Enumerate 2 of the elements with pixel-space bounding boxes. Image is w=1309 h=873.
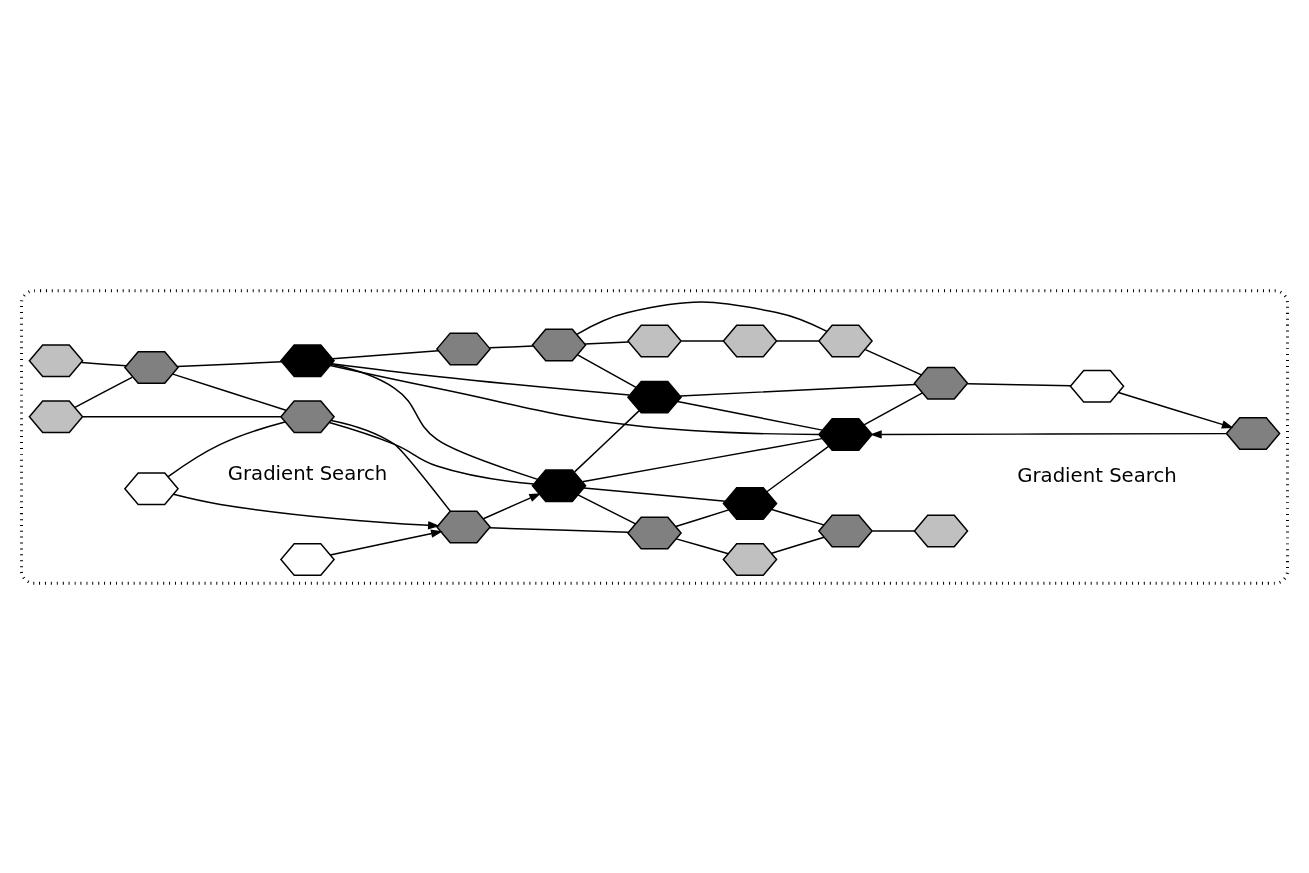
label: Gradient Search: [1017, 463, 1177, 487]
label: Gradient Search: [227, 461, 388, 485]
